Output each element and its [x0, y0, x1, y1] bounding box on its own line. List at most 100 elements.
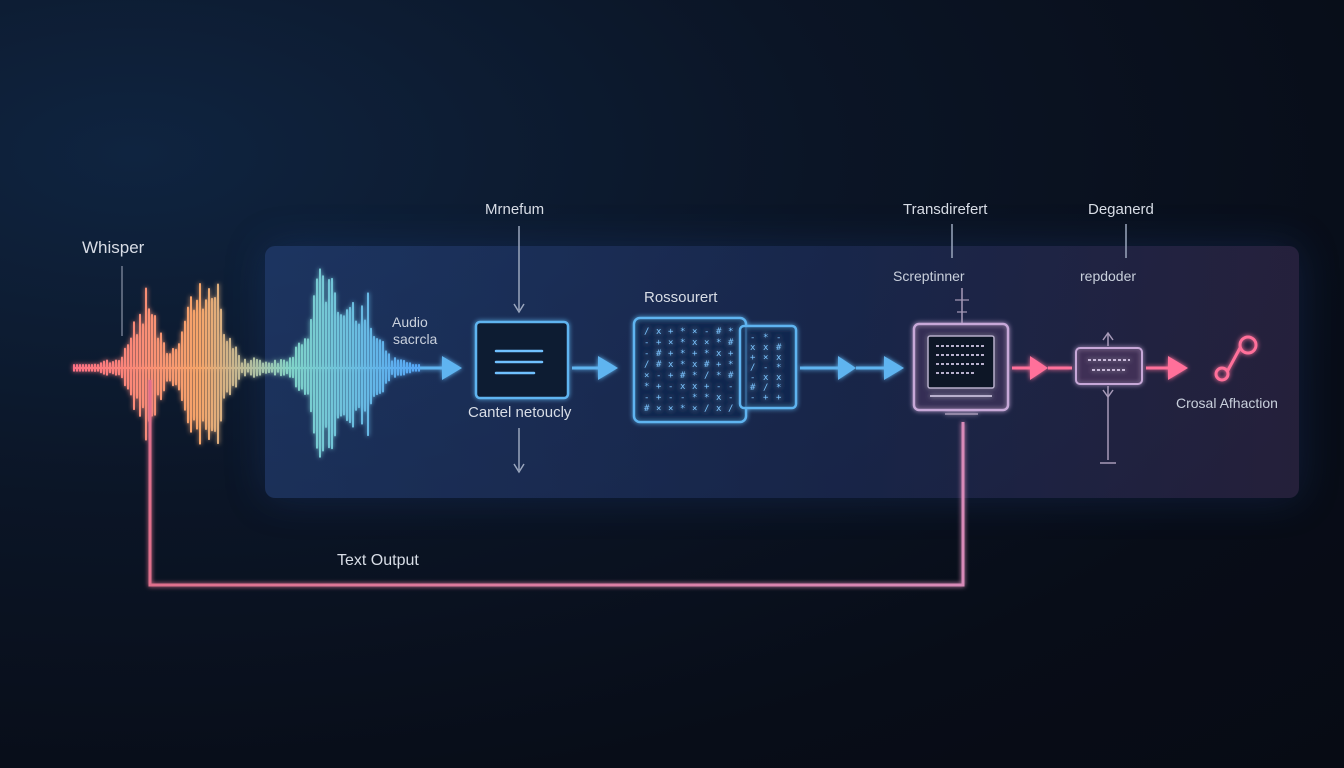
grid-glyph: -: [776, 333, 781, 343]
grid-glyph: +: [716, 360, 722, 370]
grid-glyph: ×: [704, 338, 709, 348]
audio-label-line1: Audio: [392, 314, 428, 330]
arrow-box1-to-grid: [572, 356, 618, 380]
grid-glyph: #: [644, 404, 650, 414]
grid-glyph: *: [763, 333, 768, 343]
grid-glyph: *: [728, 360, 733, 370]
grid-glyph: #: [750, 383, 756, 393]
grid-glyph: /: [728, 404, 733, 414]
grid-glyph: +: [656, 393, 662, 403]
rossourert-label: Rossourert: [644, 289, 718, 306]
arrow-mrnefum-down: [513, 226, 525, 314]
grid-glyph: ×: [668, 404, 673, 414]
grid-glyph: *: [704, 349, 709, 359]
grid-glyph: x: [692, 338, 698, 348]
encoder-box: [474, 320, 570, 400]
grid-glyph: *: [776, 363, 781, 373]
grid-glyph: *: [680, 338, 685, 348]
grid-glyph: *: [680, 404, 685, 414]
grid-glyph: -: [750, 373, 755, 383]
audio-waveform: [73, 268, 420, 458]
grid-glyph: #: [680, 371, 686, 381]
grid-glyph: +: [668, 327, 674, 337]
arrow-box1-down: [513, 428, 525, 474]
whisper-label: Whisper: [82, 238, 145, 257]
music-note-icon: [1214, 335, 1258, 382]
grid-glyph: ×: [763, 353, 768, 363]
grid-glyph: +: [763, 393, 769, 403]
output-caption: Crosal Afhaction: [1176, 395, 1278, 411]
grid-glyph: *: [716, 338, 721, 348]
grid-glyph: /: [763, 383, 768, 393]
grid-glyph: -: [644, 393, 649, 403]
grid-glyph: +: [656, 382, 662, 392]
grid-glyph: #: [656, 360, 662, 370]
grid-glyph: /: [644, 360, 649, 370]
grid-glyph: +: [668, 349, 674, 359]
grid-glyph: x: [750, 343, 756, 353]
grid-glyph: x: [692, 360, 698, 370]
repdoder-label: repdoder: [1080, 268, 1137, 284]
grid-glyph: *: [728, 327, 733, 337]
screptinner-connector: [955, 288, 969, 324]
grid-glyph: -: [668, 393, 673, 403]
grid-glyph: -: [728, 393, 733, 403]
arrow-grid-to-transcriber: [800, 356, 904, 380]
grid-glyph: ×: [692, 404, 697, 414]
grid-glyph: /: [704, 404, 709, 414]
deganerd-label: Deganerd: [1088, 201, 1154, 218]
grid-glyph: *: [716, 371, 721, 381]
grid-glyph: x: [763, 343, 769, 353]
grid-glyph: -: [716, 382, 721, 392]
grid-glyph: #: [776, 343, 782, 353]
transcriber-box: [912, 322, 1010, 415]
text-output-label: Text Output: [337, 552, 419, 569]
grid-glyph: -: [644, 338, 649, 348]
arrow-decoder-to-output: [1146, 356, 1188, 380]
grid-glyph: x: [776, 353, 782, 363]
grid-glyph: /: [750, 363, 755, 373]
grid-glyph: +: [656, 338, 662, 348]
grid-glyph: ×: [668, 338, 673, 348]
grid-glyph: x: [668, 360, 674, 370]
grid-glyph: #: [656, 349, 662, 359]
grid-glyph: *: [692, 371, 697, 381]
grid-glyph: *: [692, 393, 697, 403]
grid-glyph: *: [680, 327, 685, 337]
grid-glyph: +: [728, 349, 734, 359]
grid-glyph: +: [750, 353, 756, 363]
encoder-caption: Cantel netoucly: [468, 404, 572, 421]
grid-glyph: ×: [656, 404, 661, 414]
mrnefum-label: Mrnefum: [485, 201, 545, 218]
decoder-box: [1075, 347, 1143, 385]
arrow-transcriber-to-decoder: [1012, 356, 1072, 380]
grid-glyph: x: [680, 382, 686, 392]
grid-glyph: /: [704, 371, 709, 381]
grid-glyph: x: [716, 393, 722, 403]
grid-glyph: *: [776, 383, 781, 393]
grid-glyph: *: [644, 382, 649, 392]
decoder-vertical-axis: [1100, 331, 1116, 464]
grid-glyph: -: [680, 393, 685, 403]
grid-glyph: x: [763, 373, 769, 383]
grid-glyph: /: [644, 327, 649, 337]
grid-glyph: x: [692, 382, 698, 392]
arrow-wave-to-box1: [420, 356, 462, 380]
audio-label-line2: sacrcla: [393, 331, 438, 347]
grid-glyph: x: [776, 373, 782, 383]
grid-glyph: ×: [692, 327, 697, 337]
grid-glyph: ×: [644, 371, 649, 381]
grid-glyph: -: [704, 327, 709, 337]
grid-glyph: -: [750, 333, 755, 343]
grid-glyph: #: [728, 371, 734, 381]
grid-glyph: +: [776, 393, 782, 403]
grid-glyph: x: [716, 349, 722, 359]
grid-glyph: *: [680, 360, 685, 370]
grid-glyph: -: [656, 371, 661, 381]
grid-glyph: *: [680, 349, 685, 359]
grid-glyph: x: [656, 327, 662, 337]
grid-glyph: -: [644, 349, 649, 359]
grid-glyph: #: [716, 327, 722, 337]
